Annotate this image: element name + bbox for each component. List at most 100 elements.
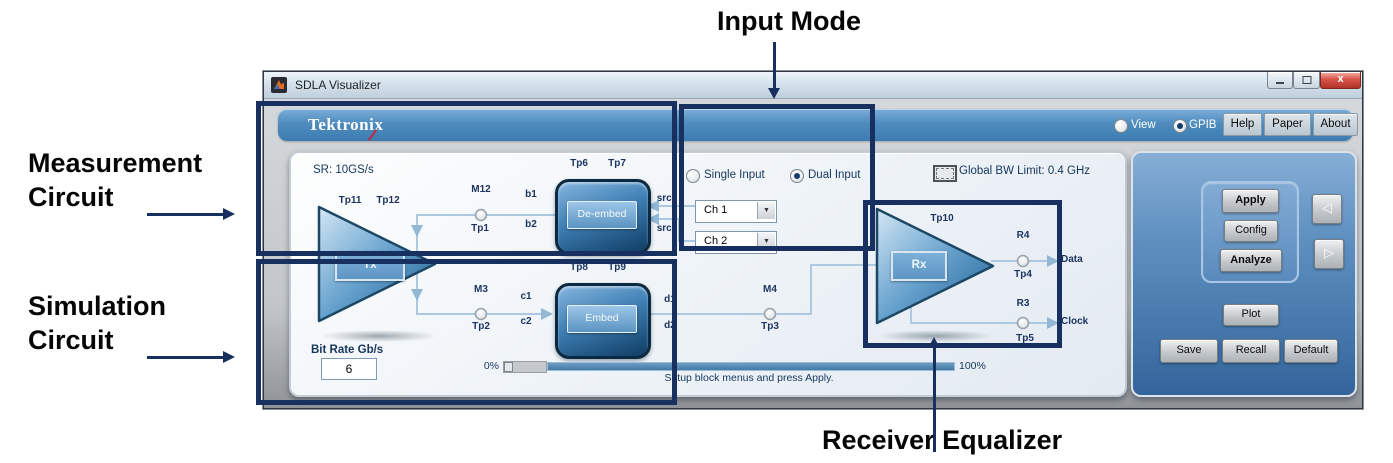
save-button[interactable]: Save xyxy=(1160,339,1218,363)
arrowhead-into-embed xyxy=(541,308,553,320)
label-d1: d1 xyxy=(664,294,676,305)
measurement-arrowhead xyxy=(223,208,235,220)
back-icon: ◁ xyxy=(1322,200,1332,215)
minimize-button[interactable] xyxy=(1267,72,1293,89)
single-input-radio[interactable] xyxy=(686,169,700,183)
label-b1: b1 xyxy=(525,189,537,200)
arrowhead-data xyxy=(1047,255,1059,267)
bit-rate-input[interactable] xyxy=(321,358,377,380)
label-b2: b2 xyxy=(525,219,537,230)
maximize-button[interactable] xyxy=(1293,72,1320,89)
about-button[interactable]: About xyxy=(1313,113,1358,136)
progress-slider-thumb[interactable] xyxy=(504,362,513,372)
label-tp11: Tp11 xyxy=(338,195,362,206)
receiver-equalizer-arrow-line xyxy=(933,348,936,452)
testpoint-r3-circle xyxy=(1016,316,1030,330)
global-bw-label: Global BW Limit: 0.4 GHz xyxy=(959,165,1091,177)
forward-button[interactable]: ▷ xyxy=(1314,239,1344,269)
view-radio[interactable] xyxy=(1114,119,1128,133)
channel-1-select[interactable]: Ch 1 ▼ xyxy=(695,200,777,223)
dual-input-label: Dual Input xyxy=(808,169,861,181)
default-button[interactable]: Default xyxy=(1284,339,1338,363)
recall-button[interactable]: Recall xyxy=(1222,339,1280,363)
simulation-line1: Simulation xyxy=(28,291,167,321)
testpoint-m4-circle xyxy=(763,307,777,321)
tx-shadow xyxy=(321,330,437,342)
view-radio-label: View xyxy=(1131,119,1156,131)
config-button[interactable]: Config xyxy=(1224,220,1278,242)
progress-slider[interactable] xyxy=(503,361,547,373)
measurement-arrow-line xyxy=(147,213,223,216)
deembed-button[interactable]: De-embed xyxy=(567,201,637,229)
label-m3: M3 xyxy=(474,284,488,295)
plot-button[interactable]: Plot xyxy=(1223,304,1279,326)
label-tp8: Tp8 xyxy=(570,262,588,273)
label-c2: c2 xyxy=(520,316,532,327)
label-tp4: Tp4 xyxy=(1014,269,1032,280)
window-title: SDLA Visualizer xyxy=(295,78,381,92)
rx-shadow xyxy=(877,330,993,342)
label-tp9: Tp9 xyxy=(608,262,626,273)
sample-rate-label: SR: 10GS/s xyxy=(313,164,374,176)
gpib-radio[interactable] xyxy=(1173,119,1187,133)
label-data: Data xyxy=(1061,254,1083,265)
bw-filter-icon[interactable] xyxy=(933,165,957,182)
rx-button[interactable]: Rx xyxy=(891,251,947,281)
dual-input-radio[interactable] xyxy=(790,169,804,183)
wire-clock xyxy=(910,303,1049,324)
measurement-circuit-callout-label: Measurement Circuit xyxy=(28,146,202,214)
status-message: Setup block menus and press Apply. xyxy=(664,372,834,384)
diagram-wires-layer xyxy=(317,200,1059,342)
label-c1: c1 xyxy=(520,291,532,302)
bit-rate-label: Bit Rate Gb/s xyxy=(311,344,384,356)
label-m12: M12 xyxy=(471,184,491,195)
arrowhead-clock xyxy=(1047,317,1059,329)
minimize-icon xyxy=(1276,82,1284,84)
chevron-down-icon[interactable]: ▼ xyxy=(757,233,775,250)
deembed-block: De-embed xyxy=(555,179,651,255)
label-tp6: Tp6 xyxy=(570,158,588,169)
progress-bar xyxy=(547,362,955,371)
channel-2-value: Ch 2 xyxy=(704,235,728,247)
simulation-line2: Circuit xyxy=(28,325,114,355)
window-titlebar[interactable]: SDLA Visualizer x xyxy=(264,72,1362,99)
tektronix-logo: Tektronix xyxy=(308,115,384,134)
input-mode-arrowhead xyxy=(768,88,780,99)
label-tp3: Tp3 xyxy=(761,321,779,332)
channel-1-value: Ch 1 xyxy=(704,204,728,216)
analyze-button[interactable]: Analyze xyxy=(1220,249,1282,272)
label-tp7: Tp7 xyxy=(608,158,626,169)
maximize-icon xyxy=(1302,76,1311,84)
app-banner: Tektronix View GPIB Help Paper About xyxy=(278,109,1358,141)
wire-embed-to-rx xyxy=(645,264,879,315)
gpib-radio-label: GPIB xyxy=(1189,119,1217,131)
sdla-window: SDLA Visualizer x Tektronix View GPIB He… xyxy=(263,71,1363,409)
forward-icon: ▷ xyxy=(1324,245,1334,260)
label-d2: d2 xyxy=(664,320,676,331)
arrowhead-src1 xyxy=(647,200,659,212)
input-mode-arrow-line xyxy=(773,42,776,88)
label-r3: R3 xyxy=(1016,298,1030,309)
paper-button[interactable]: Paper xyxy=(1264,113,1311,136)
channel-2-select[interactable]: Ch 2 ▼ xyxy=(695,231,777,254)
embed-button[interactable]: Embed xyxy=(567,305,637,333)
testpoint-r4-circle xyxy=(1016,254,1030,268)
diagram-panel: SR: 10GS/s xyxy=(289,151,1127,397)
close-icon: x xyxy=(1337,73,1344,85)
embed-block: Embed xyxy=(555,283,651,359)
label-r4: R4 xyxy=(1016,230,1030,241)
label-tp1: Tp1 xyxy=(471,223,489,234)
close-button[interactable]: x xyxy=(1320,72,1361,89)
apply-button[interactable]: Apply xyxy=(1222,189,1279,213)
label-tp12: Tp12 xyxy=(376,195,400,206)
tx-button[interactable]: Tx xyxy=(335,251,405,281)
chevron-down-icon[interactable]: ▼ xyxy=(757,202,775,219)
simulation-circuit-callout-label: Simulation Circuit xyxy=(28,289,166,357)
progress-start-label: 0% xyxy=(483,360,499,372)
label-src2: src2 xyxy=(656,223,678,234)
help-button[interactable]: Help xyxy=(1223,113,1262,136)
label-tp2: Tp2 xyxy=(472,321,490,332)
measurement-line2: Circuit xyxy=(28,182,114,212)
back-button[interactable]: ◁ xyxy=(1312,194,1342,224)
